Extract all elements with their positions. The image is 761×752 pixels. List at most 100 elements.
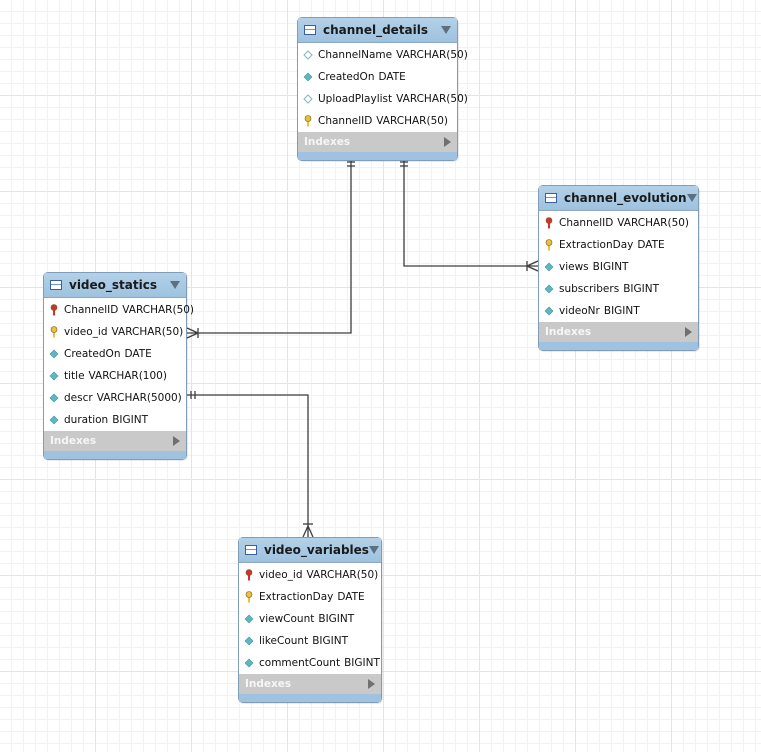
key-yellow-icon (245, 591, 253, 603)
column-type: VARCHAR(50) (396, 93, 468, 105)
rel-channel-details-video-statics[interactable] (187, 158, 352, 334)
table-header[interactable]: video_variables (239, 538, 381, 563)
diamond-outline-icon (303, 50, 313, 60)
expand-triangle-icon[interactable] (685, 327, 692, 337)
column-type: BIGINT (344, 657, 380, 669)
table-name: video_variables (264, 543, 369, 557)
diamond-teal-icon (544, 262, 554, 272)
column-type: DATE (337, 591, 365, 603)
table-footer (298, 152, 457, 160)
column-name: ChannelID (64, 304, 119, 316)
column-type: BIGINT (312, 635, 348, 647)
column-type: VARCHAR(50) (111, 326, 184, 338)
column-name: ExtractionDay (559, 239, 634, 251)
table-name: video_statics (69, 278, 157, 292)
table-footer (239, 694, 381, 702)
diamond-teal-icon (49, 415, 59, 425)
column-type: VARCHAR(50) (396, 49, 468, 61)
many-marker (526, 265, 539, 272)
indexes-label: Indexes (304, 136, 351, 148)
collapse-triangle-icon[interactable] (686, 194, 697, 202)
many-marker (526, 260, 539, 267)
table-header[interactable]: video_statics (44, 273, 186, 298)
diamond-teal-icon (49, 371, 59, 381)
column-name: subscribers (559, 283, 620, 295)
column-name: ExtractionDay (259, 591, 334, 603)
diamond-teal-icon (544, 284, 554, 294)
diamond-teal-icon (244, 636, 254, 646)
column-name: viewCount (259, 613, 315, 625)
column-name: UploadPlaylist (318, 93, 393, 105)
key-yellow-icon (304, 115, 312, 127)
collapse-triangle-icon[interactable] (441, 26, 451, 34)
table-footer (44, 451, 186, 459)
table-name: channel_evolution (564, 191, 687, 205)
column-type: VARCHAR(5000) (96, 392, 182, 404)
table-header[interactable]: channel_evolution (539, 186, 698, 211)
column-type: VARCHAR(50) (122, 304, 195, 316)
expand-triangle-icon[interactable] (173, 436, 180, 446)
table-icon (245, 545, 257, 555)
column-name: ChannelName (318, 49, 393, 61)
key-red-icon (245, 569, 253, 581)
key-yellow-icon (50, 326, 58, 338)
indexes-section[interactable]: Indexes (298, 132, 457, 152)
expand-triangle-icon[interactable] (368, 679, 375, 689)
indexes-section[interactable]: Indexes (44, 431, 186, 451)
key-yellow-icon (545, 239, 553, 251)
table-icon (545, 193, 557, 203)
rel-video-statics-video-variables[interactable] (187, 394, 309, 537)
table-footer (539, 342, 698, 350)
column-name: descr (64, 392, 93, 404)
collapse-triangle-icon[interactable] (170, 281, 180, 289)
indexes-label: Indexes (245, 678, 292, 690)
column-type: BIGINT (603, 305, 640, 317)
column-type: VARCHAR(50) (306, 569, 379, 581)
expand-triangle-icon[interactable] (444, 137, 451, 147)
column-name: CreatedOn (64, 348, 121, 360)
column-name: video_id (259, 569, 303, 581)
many-marker (307, 525, 314, 538)
column-name: views (559, 261, 589, 273)
column-type: BIGINT (112, 414, 148, 426)
indexes-section[interactable]: Indexes (539, 322, 698, 342)
indexes-section[interactable]: Indexes (239, 674, 381, 694)
column-name: title (64, 370, 85, 382)
many-marker (186, 332, 199, 339)
column-name: CreatedOn (318, 71, 375, 83)
rel-channel-details-channel-evolution[interactable] (403, 158, 538, 267)
column-type: VARCHAR(50) (617, 217, 690, 229)
diamond-teal-icon (49, 393, 59, 403)
table-icon (304, 25, 316, 35)
many-marker (186, 327, 199, 334)
collapse-triangle-icon[interactable] (368, 546, 379, 554)
table-header[interactable]: channel_details (298, 18, 457, 43)
